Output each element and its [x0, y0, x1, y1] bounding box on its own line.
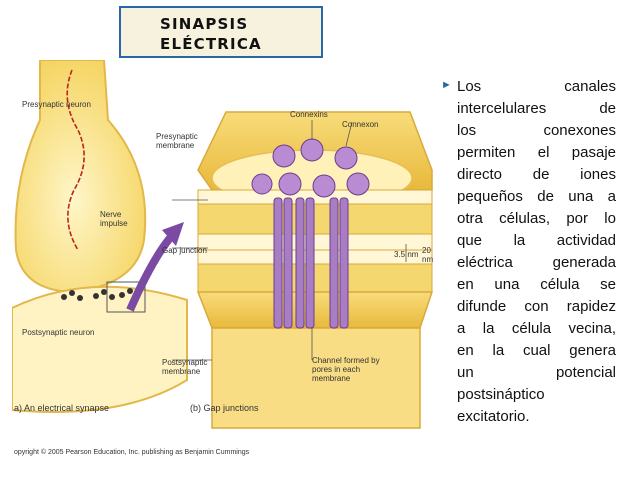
- copyright-note: opyright © 2005 Pearson Education, Inc. …: [14, 449, 250, 456]
- text-line-12: a la célula vecina,: [457, 320, 616, 337]
- text-line-11: difunde con rapidez: [457, 298, 616, 315]
- label-postsynaptic-membrane: Postsynaptic membrane: [162, 358, 208, 376]
- text-line-16: excitatorio.: [457, 408, 530, 425]
- label-presynaptic-membrane: Presynaptic membrane: [156, 132, 198, 150]
- text-line-5: directo de iones: [457, 166, 616, 183]
- label-nerve-impulse: Nerve impulse: [100, 210, 128, 228]
- text-line-15: postsináptico: [457, 386, 545, 403]
- text-line-8: que la actividad: [457, 232, 616, 249]
- label-3-5-nm: 3.5 nm: [394, 250, 419, 259]
- text-line-7: otra células, por lo: [457, 210, 616, 227]
- label-connexins: Connexins: [290, 110, 328, 119]
- synapse-illustration: [12, 60, 434, 429]
- caption-b: (b) Gap junctions: [190, 403, 259, 413]
- label-postsynaptic-neuron: Postsynaptic neuron: [22, 328, 95, 337]
- label-connexon: Connexon: [342, 120, 379, 129]
- text-line-9: eléctrica generada: [457, 254, 616, 271]
- slide-title-box: SINAPSIS ELÉCTRICA: [119, 6, 323, 58]
- text-line-4: permiten el pasaje: [457, 144, 616, 161]
- label-20-nm: 20 nm: [422, 246, 434, 264]
- text-line-6: pequeños de una a: [457, 188, 616, 205]
- bullet-arrow-icon: ►: [441, 79, 452, 91]
- label-presynaptic-neuron: Presynaptic neuron: [22, 100, 91, 109]
- text-line-10: en una célula se: [457, 276, 616, 293]
- slide-title-line-2: ELÉCTRICA: [160, 35, 262, 53]
- label-channel: Channel formed by pores in each membrane: [312, 356, 380, 383]
- slide-title-line-1: SINAPSIS: [160, 15, 249, 33]
- synapse-figure: Presynaptic neuron Nerve impulse Postsyn…: [12, 60, 440, 464]
- label-gap-junction: Gap junction: [162, 246, 207, 255]
- caption-a: a) An electrical synapse: [14, 403, 110, 413]
- text-line-13: en la cual genera: [457, 342, 616, 359]
